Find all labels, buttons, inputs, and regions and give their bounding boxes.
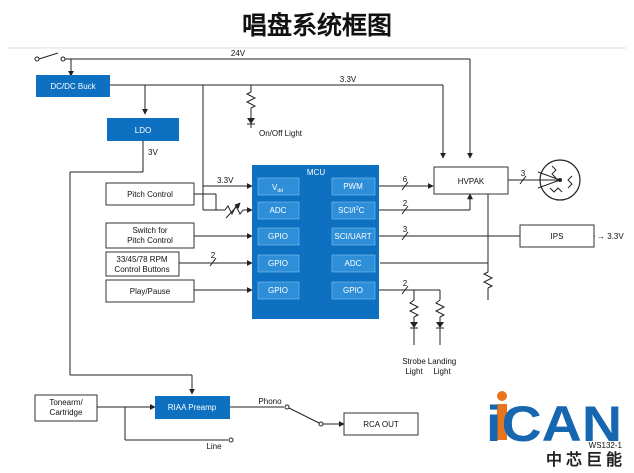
mcu-label: MCU — [307, 168, 325, 177]
bus-count-uart: 3 — [403, 225, 408, 234]
tonearm-line2: Cartridge — [50, 408, 83, 417]
rail-33v-label: 3.3V — [340, 75, 357, 84]
rpm-buttons-line2: Control Buttons — [114, 265, 169, 274]
ips-33v-label: → 3.3V — [597, 232, 624, 241]
ldo-3v-label: 3V — [148, 148, 158, 157]
play-pause-label: Play/Pause — [130, 287, 171, 296]
phono-label: Phono — [258, 397, 282, 406]
rca-out-label: RCA OUT — [363, 420, 399, 429]
mcu-pin-vdd: Vdd — [272, 183, 283, 194]
tonearm-cartridge-block: Tonearm/ Cartridge — [34, 394, 98, 422]
page-title: 唱盘系统框图 — [242, 11, 392, 40]
landing-light-line2: Light — [433, 367, 451, 376]
dcdc-buck-block: DC/DC Buck — [36, 75, 110, 97]
pitch-control-block: Pitch Control — [105, 182, 195, 206]
switch-pitch-block: Switch for Pitch Control — [105, 222, 195, 249]
motor-icon — [537, 159, 581, 201]
rpm-buttons-block: 33/45/78 RPM Control Buttons — [105, 251, 180, 277]
switch-pitch-line1: Switch for — [132, 226, 167, 235]
riaa-preamp-label: RIAA Preamp — [168, 403, 217, 412]
landing-light-line1: Landing — [428, 357, 456, 366]
mcu-pin-gpio1: GPIO — [268, 232, 288, 241]
mcu-pin-adc-right: ADC — [345, 259, 362, 268]
ips-block: IPS — [519, 224, 595, 248]
mcu-pin-sci-uart: SCI/UART — [334, 232, 371, 241]
strobe-light-line1: Strobe — [402, 357, 426, 366]
bus-count-pwm: 6 — [403, 175, 408, 184]
tonearm-line1: Tonearm/ — [49, 398, 83, 407]
line-label: Line — [206, 442, 222, 451]
switch-pitch-line2: Pitch Control — [127, 236, 173, 245]
dcdc-buck-label: DC/DC Buck — [50, 82, 96, 91]
bus-count-motor: 3 — [521, 169, 526, 178]
mcu-pin-gpio3: GPIO — [268, 286, 288, 295]
riaa-preamp-block: RIAA Preamp — [155, 396, 230, 419]
rpm-buttons-line1: 33/45/78 RPM — [116, 255, 167, 264]
logo-text: iCAN — [486, 396, 622, 452]
rca-out-block: RCA OUT — [343, 412, 419, 436]
ips-label: IPS — [551, 232, 564, 241]
rail-24v-label: 24V — [231, 49, 246, 58]
ican-logo: iCAN WS132-1 中芯巨能 — [486, 391, 626, 469]
mcu-pin-pwm: PWM — [343, 182, 363, 191]
mcu-block: MCU Vdd ADC GPIO GPIO GPIO PWM SCI/I2C S… — [252, 165, 379, 319]
strobe-light-line2: Light — [405, 367, 423, 376]
onoff-light-label: On/Off Light — [259, 129, 303, 138]
mcu-pin-sci-i2c: SCI/I2C — [338, 206, 365, 215]
wiring — [34, 52, 595, 443]
mcu-pin-gpio-right: GPIO — [343, 286, 363, 295]
mcu-pin-adc-left: ADC — [270, 206, 287, 215]
play-pause-block: Play/Pause — [105, 279, 195, 303]
hvpak-block: HVPAK — [433, 166, 509, 195]
mcu-pin-gpio2: GPIO — [268, 259, 288, 268]
logo-code: WS132-1 — [589, 441, 623, 450]
bus-count-gpio-out: 2 — [403, 279, 408, 288]
ldo-label: LDO — [135, 126, 151, 135]
pitch-33v-label: 3.3V — [217, 176, 234, 185]
pitch-control-label: Pitch Control — [127, 190, 173, 199]
ldo-block: LDO — [107, 118, 179, 141]
bus-count-i2c: 2 — [403, 199, 408, 208]
bus-count-rpm: 2 — [211, 251, 216, 260]
logo-cn: 中芯巨能 — [546, 450, 626, 469]
hvpak-label: HVPAK — [458, 177, 485, 186]
